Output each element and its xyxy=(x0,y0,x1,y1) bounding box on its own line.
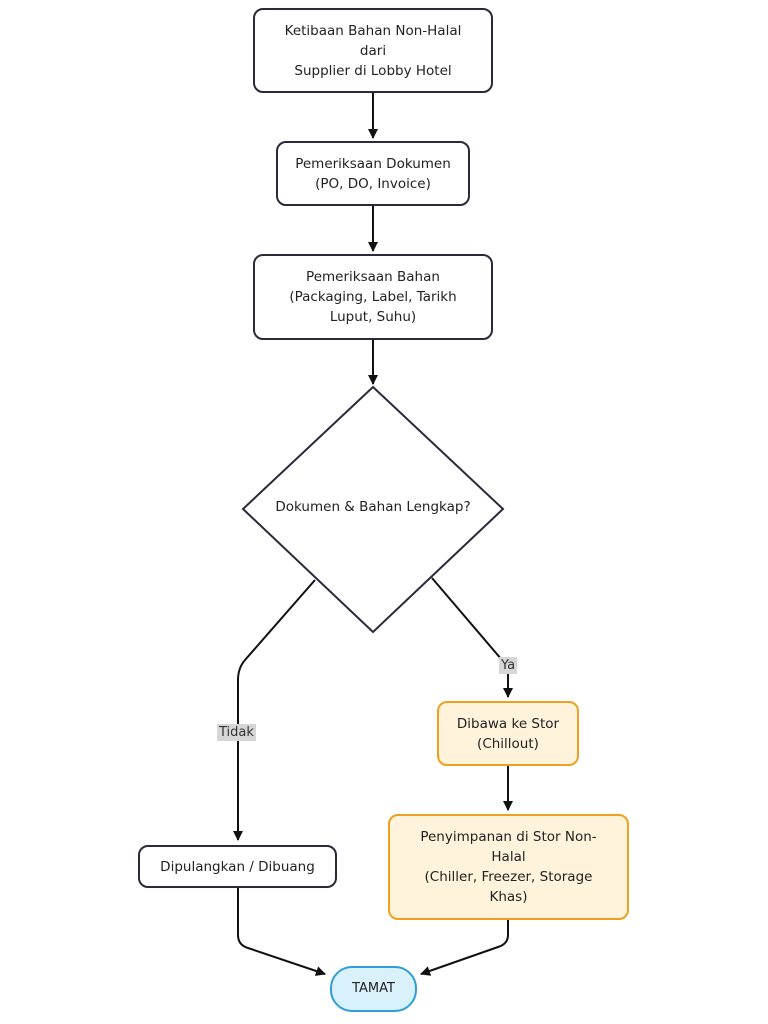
node-arrival-line-3: Supplier di Lobby Hotel xyxy=(294,62,452,79)
node-material-check-line-3: Luput, Suhu) xyxy=(329,309,417,325)
edge-label-yes: Ya xyxy=(499,657,518,674)
node-storage-line-4: Khas) xyxy=(489,889,528,905)
node-end-label: TAMAT xyxy=(352,981,395,996)
node-storage: Penyimpanan di Stor Non- Halal (Chiller,… xyxy=(388,814,629,920)
edge-decision-no xyxy=(233,579,316,841)
node-storage-line-3: (Chiller, Freezer, Storage xyxy=(424,869,593,885)
node-storage-line-2: Halal xyxy=(491,849,526,865)
node-reject: Dipulangkan / Dibuang xyxy=(138,845,337,888)
node-doc-check: Pemeriksaan Dokumen (PO, DO, Invoice) xyxy=(276,141,470,206)
node-store-chillout: Dibawa ke Stor (Chillout) xyxy=(437,701,579,766)
node-material-check: Pemeriksaan Bahan (Packaging, Label, Tar… xyxy=(253,254,493,340)
node-arrival: Ketibaan Bahan Non-Halal dari Supplier d… xyxy=(253,8,493,93)
node-material-check-line-2: (Packaging, Label, Tarikh xyxy=(289,289,457,305)
node-reject-label: Dipulangkan / Dibuang xyxy=(160,858,315,875)
node-arrival-line-2: dari xyxy=(359,42,387,59)
node-store-chillout-line-1: Dibawa ke Stor xyxy=(456,715,560,732)
decision-diamond xyxy=(241,385,505,634)
node-arrival-line-1: Ketibaan Bahan Non-Halal xyxy=(284,22,462,39)
edge-reject-to-end xyxy=(237,888,326,976)
edge-storage-to-end xyxy=(420,920,509,976)
node-storage-line-1: Penyimpanan di Stor Non- xyxy=(420,829,597,845)
edge-label-no: Tidak xyxy=(217,724,256,741)
edge-decision-yes xyxy=(431,577,513,698)
node-end: TAMAT xyxy=(330,966,417,1012)
node-doc-check-line-2: (PO, DO, Invoice) xyxy=(315,175,431,192)
node-decision: Dokumen & Bahan Lengkap? xyxy=(275,499,471,515)
node-doc-check-line-1: Pemeriksaan Dokumen xyxy=(295,155,451,172)
node-material-check-line-1: Pemeriksaan Bahan xyxy=(306,269,440,285)
node-store-chillout-line-2: (Chillout) xyxy=(477,735,539,752)
